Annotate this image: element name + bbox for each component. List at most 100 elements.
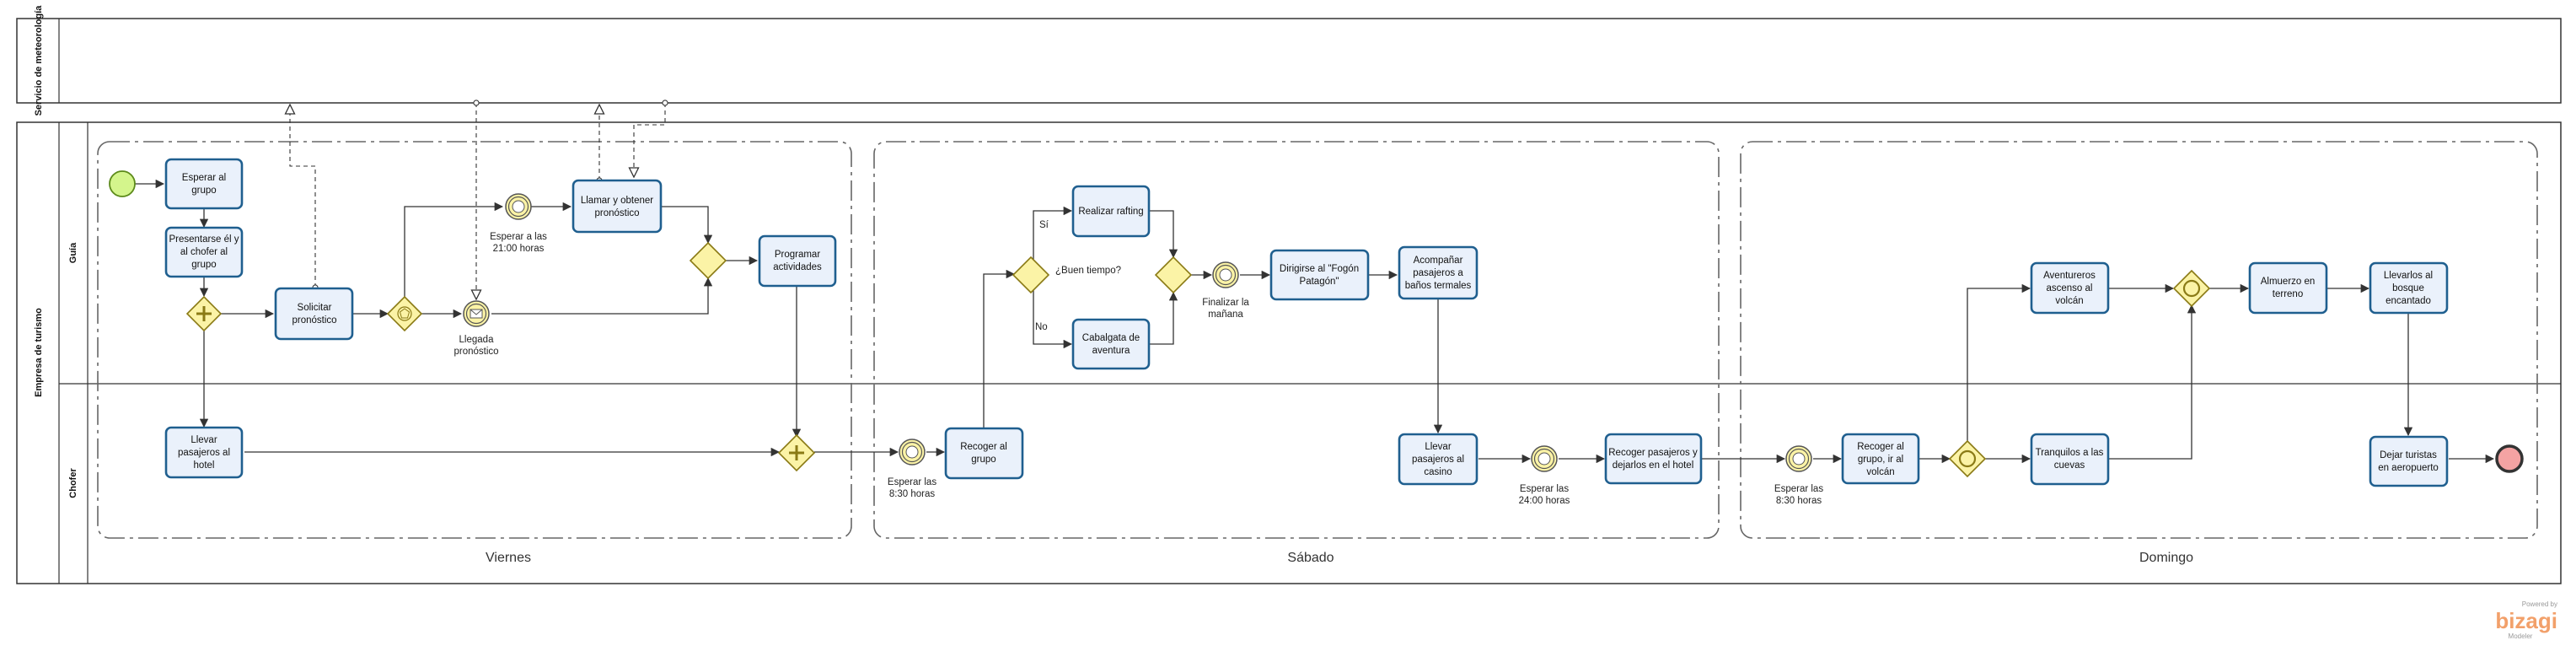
task-almuerzo[interactable]: Almuerzo en terreno: [2248, 261, 2328, 315]
message-flows: [290, 103, 665, 299]
task-presentarse[interactable]: Presentarse él y al chofer al grupo: [164, 226, 244, 278]
powered-by-label: Powered by: [2522, 600, 2557, 608]
task-aventureros-volcan[interactable]: Aventureros ascenso al volcán: [2030, 261, 2110, 315]
task-aventureros-line-3: volcán: [2055, 296, 2083, 306]
task-solicitar-line-1: Solicitar: [298, 303, 332, 313]
gateway-inclusive-split-domingo[interactable]: [1948, 439, 1987, 478]
task-esperar-grupo[interactable]: Esperar al grupo: [164, 158, 244, 210]
task-recoger-hotel-line-1: Recoger pasajeros y: [1608, 448, 1698, 458]
gateway-buen-tiempo[interactable]: ¿Buen tiempo? Sí No: [1012, 220, 1121, 332]
task-programar-actividades[interactable]: Programar actividades: [758, 234, 837, 288]
timer-event-finalizar[interactable]: Finalizar la mañana: [1202, 261, 1249, 320]
task-rafting-line-1: Realizar rafting: [1078, 207, 1143, 217]
task-presentarse-line-1: Presentarse él y: [169, 234, 239, 245]
task-banos-line-1: Acompañar: [1414, 256, 1463, 266]
gateway-parallel-join-viernes[interactable]: [777, 433, 816, 472]
task-llevar-hotel-line-3: hotel: [194, 460, 215, 471]
task-recoger-grupo[interactable]: Recoger al grupo: [944, 427, 1024, 480]
gateway-merge-viernes[interactable]: [689, 241, 727, 280]
esperar-830-sab-label-1: Esperar las: [888, 477, 936, 487]
task-cabalgata-line-2: aventura: [1092, 346, 1130, 356]
buen-tiempo-label: ¿Buen tiempo?: [1055, 266, 1121, 276]
task-cabalgata-line-1: Cabalgata de: [1082, 333, 1140, 343]
bizagi-logo: Powered by bizagi Modeler: [2495, 600, 2557, 640]
group-sabado: Sábado: [873, 141, 1720, 565]
task-recoger-grupo-line-2: grupo: [971, 455, 996, 465]
task-cuevas-line-1: Tranquilos a las: [2036, 448, 2104, 458]
message-flow-solicitar: [290, 105, 315, 288]
task-llevar-hotel[interactable]: Llevar pasajeros al hotel: [164, 426, 244, 479]
task-llevar-casino[interactable]: Llevar pasajeros al casino: [1398, 433, 1479, 486]
esperar-830-dom-label-2: 8:30 horas: [1776, 496, 1822, 506]
end-event[interactable]: [2495, 444, 2524, 473]
pool-meteorologia-label: Servicio de meteorología: [34, 5, 44, 116]
task-recoger-volcan[interactable]: Recoger al grupo, ir al volcán: [1841, 433, 1920, 485]
esperar-2400-label-1: Esperar las: [1520, 484, 1569, 494]
task-almuerzo-line-2: terreno: [2273, 289, 2303, 299]
task-dirigirse-fogon[interactable]: Dirigirse al "Fogón Patagón": [1269, 249, 1370, 301]
llegada-label-2: pronóstico: [453, 347, 498, 357]
task-solicitar-line-2: pronóstico: [292, 315, 336, 326]
task-bosque-line-1: Llevarlos al: [2384, 271, 2433, 281]
task-tranquilos-cuevas[interactable]: Tranquilos a las cuevas: [2030, 433, 2110, 486]
task-casino-line-3: casino: [1424, 467, 1452, 477]
task-llamar-pronostico[interactable]: Llamar y obtener pronóstico: [572, 179, 663, 234]
lane-chofer-label: Chofer: [68, 468, 78, 498]
timer-event-830-sabado[interactable]: Esperar las 8:30 horas: [888, 439, 936, 499]
task-banos-line-2: pasajeros a: [1413, 268, 1463, 278]
gateway-inclusive-join-domingo[interactable]: [2172, 269, 2211, 308]
esperar-830-dom-label-1: Esperar las: [1774, 484, 1823, 494]
task-acompanar-banos[interactable]: Acompañar pasajeros a baños termales: [1398, 245, 1479, 300]
pool-meteorologia: Servicio de meteorología: [16, 5, 2562, 116]
brand-name: bizagi: [2495, 608, 2557, 633]
lane-guia-label: Guía: [68, 242, 78, 263]
task-llevar-hotel-line-1: Llevar: [191, 435, 217, 445]
task-banos-line-3: baños termales: [1405, 281, 1472, 291]
task-aventureros-line-1: Aventureros: [2043, 271, 2096, 281]
envelope-icon: [470, 309, 483, 319]
timer-2100-label-2: 21:00 horas: [493, 244, 545, 254]
task-cabalgata[interactable]: Cabalgata de aventura: [1071, 318, 1151, 370]
task-dejar-aeropuerto[interactable]: Dejar turistas en aeropuerto: [2369, 435, 2449, 487]
group-viernes-label: Viernes: [486, 551, 531, 565]
task-presentarse-line-3: grupo: [191, 260, 216, 270]
task-casino-line-2: pasajeros al: [1412, 455, 1464, 465]
gateway-parallel-split-viernes[interactable]: [185, 295, 223, 332]
message-event-llegada[interactable]: Llegada pronóstico: [453, 300, 499, 357]
pool-empresa-label: Empresa de turismo: [34, 308, 44, 397]
timer-event-2400[interactable]: Esperar las 24:00 horas: [1519, 445, 1570, 506]
gateway-merge-sabado[interactable]: [1154, 256, 1193, 294]
pool-empresa-turismo: Empresa de turismo Guía Chofer: [16, 121, 2562, 584]
task-recoger-volcan-line-2: grupo, ir al: [1858, 455, 1903, 465]
group-domingo: Domingo: [1740, 141, 2538, 565]
llegada-label-1: Llegada: [459, 335, 495, 345]
plus-icon: [789, 445, 804, 460]
task-fogon-line-2: Patagón": [1300, 277, 1339, 287]
gateway-no-label: No: [1035, 322, 1048, 332]
task-llamar-line-2: pronóstico: [594, 208, 639, 218]
task-aeropuerto-line-2: en aeropuerto: [2378, 463, 2439, 473]
group-domingo-label: Domingo: [2139, 551, 2193, 565]
esperar-830-sab-label-2: 8:30 horas: [889, 489, 936, 499]
finalizar-label-1: Finalizar la: [1202, 298, 1249, 308]
task-bosque-line-2: bosque: [2392, 283, 2424, 293]
esperar-2400-label-2: 24:00 horas: [1519, 496, 1570, 506]
start-event[interactable]: [109, 170, 136, 197]
sequence-flows: [135, 179, 2495, 464]
task-cuevas-line-2: cuevas: [2054, 460, 2085, 471]
task-aeropuerto-line-1: Dejar turistas: [2380, 450, 2437, 460]
task-fogon-line-1: Dirigirse al "Fogón: [1280, 264, 1359, 274]
task-llevarlos-bosque[interactable]: Llevarlos al bosque encantado: [2369, 261, 2449, 315]
task-realizar-rafting[interactable]: Realizar rafting: [1071, 185, 1151, 238]
gateway-event-based-viernes[interactable]: [386, 295, 423, 332]
task-casino-line-1: Llevar: [1425, 442, 1451, 452]
timer-event-830-domingo[interactable]: Esperar las 8:30 horas: [1774, 445, 1823, 506]
task-recoger-hotel[interactable]: Recoger pasajeros y dejarlos en el hotel: [1604, 433, 1703, 485]
task-recoger-volcan-line-1: Recoger al: [1857, 442, 1904, 452]
task-programar-line-2: actividades: [773, 262, 822, 272]
task-bosque-line-3: encantado: [2385, 296, 2431, 306]
timer-event-2100[interactable]: Esperar a las 21:00 horas: [490, 193, 547, 254]
task-solicitar-pronostico[interactable]: Solicitar pronóstico: [274, 287, 354, 341]
task-esperar-grupo-line-2: grupo: [191, 186, 216, 196]
